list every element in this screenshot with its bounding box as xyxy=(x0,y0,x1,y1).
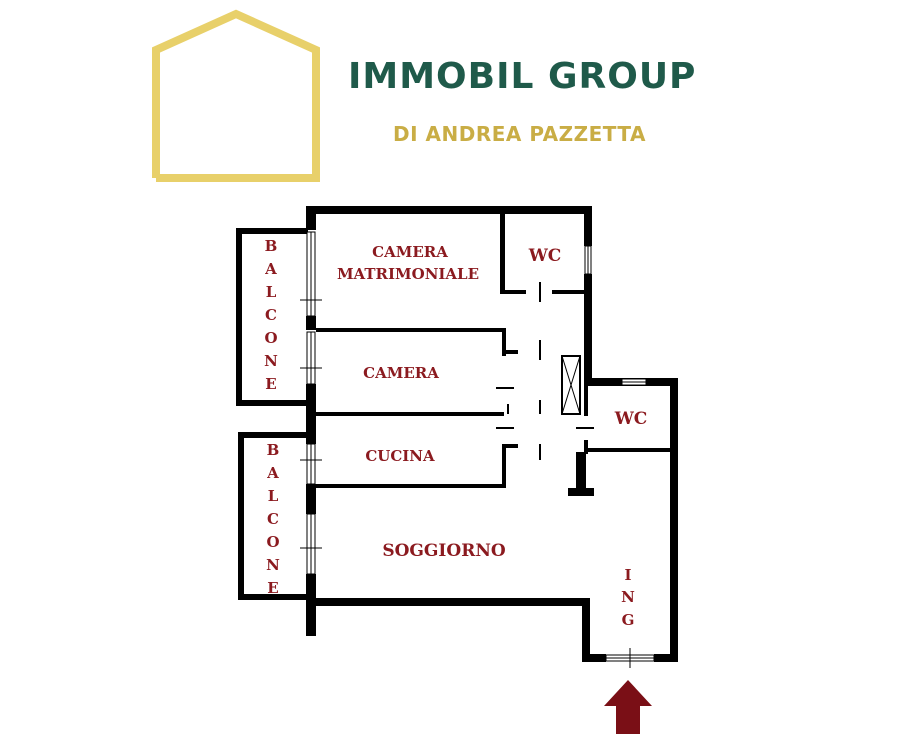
ingresso-label: I N G xyxy=(621,566,635,629)
camera-matrimoniale-label-1: CAMERA xyxy=(372,243,448,261)
wc-right-label: WC xyxy=(614,409,648,429)
svg-text:E: E xyxy=(267,579,278,597)
balcone-lower-label: B A L C O N E xyxy=(266,441,280,597)
svg-text:O: O xyxy=(266,533,279,551)
wc-top-label: WC xyxy=(528,246,562,266)
svg-text:B: B xyxy=(267,441,280,459)
svg-text:I: I xyxy=(624,566,631,584)
svg-text:L: L xyxy=(266,283,277,301)
svg-text:G: G xyxy=(622,611,635,629)
door-marks xyxy=(496,282,594,460)
svg-text:L: L xyxy=(268,487,279,505)
closet xyxy=(561,355,581,415)
cucina-label: CUCINA xyxy=(365,447,435,465)
svg-text:O: O xyxy=(264,329,277,347)
soggiorno-label: SOGGIORNO xyxy=(382,541,506,561)
arrow-up-icon xyxy=(604,680,652,734)
brand-name: IMMOBIL GROUP xyxy=(348,56,697,97)
balcone-upper-label: B A L C O N E xyxy=(264,237,278,393)
svg-text:N: N xyxy=(264,352,278,370)
camera-matrimoniale-label-2: MATRIMONIALE xyxy=(337,265,479,283)
svg-text:A: A xyxy=(264,260,277,278)
house-logo-icon xyxy=(152,9,320,182)
windows xyxy=(300,231,655,668)
svg-text:C: C xyxy=(267,510,279,528)
svg-text:E: E xyxy=(265,375,276,393)
svg-text:C: C xyxy=(265,306,277,324)
brand-subtitle: DI ANDREA PAZZETTA xyxy=(393,122,646,146)
svg-text:B: B xyxy=(265,237,278,255)
svg-text:A: A xyxy=(266,464,279,482)
svg-text:N: N xyxy=(266,556,280,574)
svg-text:N: N xyxy=(621,588,635,606)
camera-label: CAMERA xyxy=(363,364,439,382)
walls xyxy=(236,206,678,662)
